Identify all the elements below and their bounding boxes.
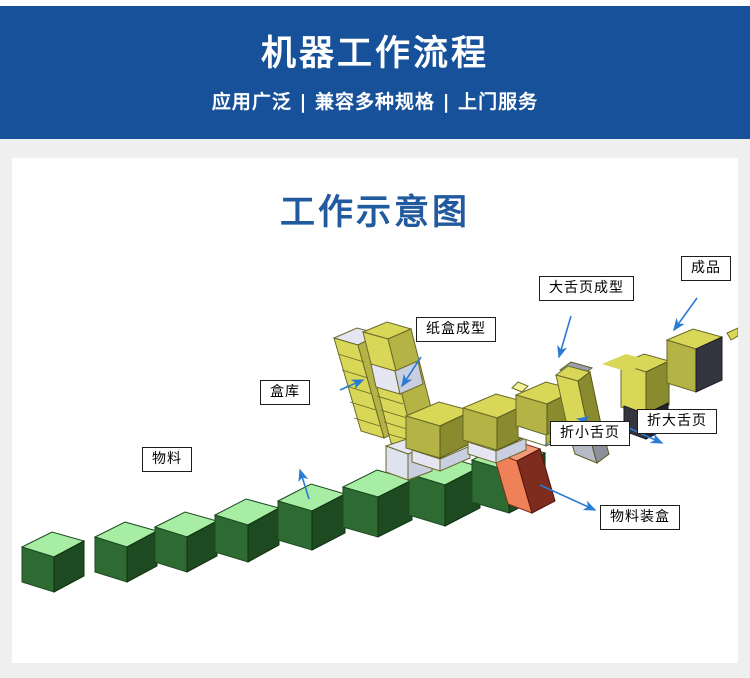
- callout-box-magazine[interactable]: 盒库: [260, 380, 310, 406]
- material-box-group: [20, 441, 547, 593]
- callout-finished-product[interactable]: 成品: [681, 256, 731, 282]
- diagram-card: 工作示意图: [12, 158, 738, 663]
- page-title: 机器工作流程: [260, 33, 489, 74]
- content-card-wrapper: 工作示意图: [0, 139, 750, 678]
- page-header-banner: 机器工作流程 应用广泛 | 兼容多种规格 | 上门服务: [0, 6, 750, 139]
- callout-material[interactable]: 物料: [142, 447, 192, 473]
- page-subtitle: 应用广泛 | 兼容多种规格 | 上门服务: [211, 91, 539, 114]
- callout-fold-big-flap[interactable]: 折大舌页: [637, 409, 717, 435]
- page-top-gap: [0, 0, 750, 6]
- finished-product-extra: [602, 354, 652, 372]
- callout-fold-small-flap[interactable]: 折小舌页: [550, 421, 630, 447]
- machine-flow-illustration: [12, 158, 738, 663]
- callout-carton-forming[interactable]: 纸盒成型: [416, 317, 496, 343]
- callout-material-boxing[interactable]: 物料装盒: [600, 505, 680, 531]
- callout-big-flap-forming[interactable]: 大舌页成型: [539, 276, 634, 302]
- finished-product-group: [665, 327, 738, 393]
- big-flap-forming-element: [554, 361, 610, 464]
- diagram-title: 工作示意图: [279, 193, 470, 233]
